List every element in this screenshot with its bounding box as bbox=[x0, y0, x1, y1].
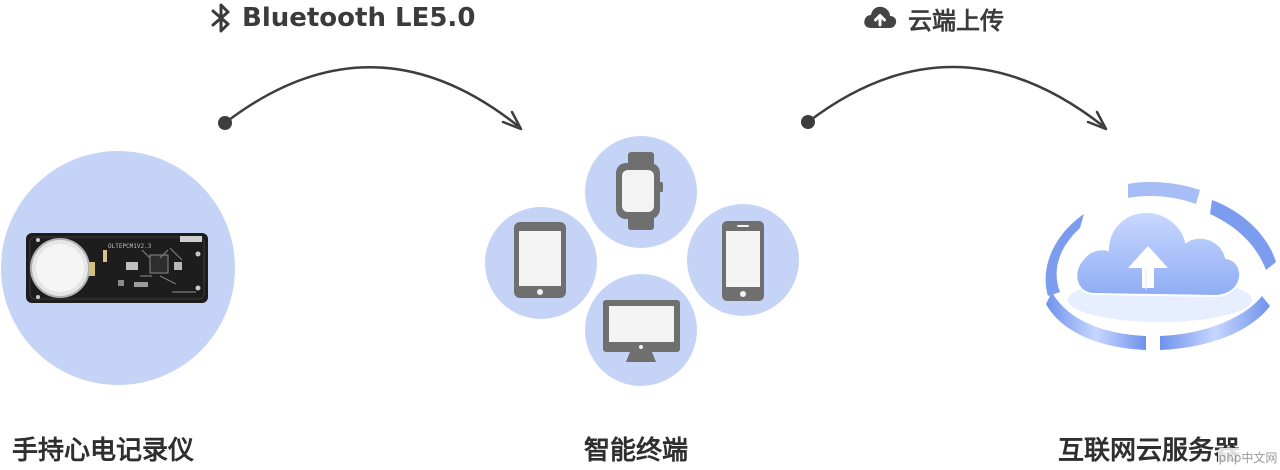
smartwatch-icon bbox=[616, 152, 663, 230]
desktop-monitor-icon bbox=[603, 300, 680, 362]
smartphone-icon bbox=[722, 221, 764, 301]
cloud-upload-label: 云端上传 bbox=[862, 0, 1004, 36]
arrow-head bbox=[1086, 110, 1108, 131]
server-node bbox=[1045, 182, 1276, 350]
bluetooth-arrow bbox=[218, 66, 523, 131]
desktop-device bbox=[585, 274, 697, 386]
watermark-badge: php中文网 bbox=[1218, 448, 1278, 468]
recorder-label: 手持心电记录仪 bbox=[12, 436, 195, 466]
cloud-upload-arrow bbox=[801, 65, 1108, 131]
terminal-node bbox=[485, 136, 799, 386]
bluetooth-link-label: Bluetooth LE5.0 bbox=[210, 0, 475, 36]
cloud-server-icon bbox=[1045, 182, 1276, 350]
ecg-recorder-board-image: OLTEPCM1V2.3 bbox=[26, 233, 208, 303]
bluetooth-link-text: Bluetooth LE5.0 bbox=[242, 3, 476, 33]
terminal-label: 智能终端 bbox=[584, 436, 689, 466]
bluetooth-icon bbox=[211, 3, 230, 33]
arrow-curve bbox=[224, 66, 519, 127]
arrow-curve bbox=[807, 65, 1104, 127]
board-silkscreen-text: OLTEPCM1V2.3 bbox=[108, 243, 152, 250]
tablet-icon bbox=[514, 222, 566, 298]
recorder-node: OLTEPCM1V2.3 bbox=[1, 151, 235, 385]
tablet-device bbox=[485, 207, 597, 319]
smartphone-device bbox=[687, 204, 799, 316]
smartwatch-device bbox=[585, 136, 697, 248]
cloud-upload-text: 云端上传 bbox=[908, 6, 1004, 35]
cloud-upload-icon bbox=[864, 6, 897, 28]
server-label: 互联网云服务器 bbox=[1058, 436, 1241, 466]
arrow-head bbox=[501, 110, 523, 131]
